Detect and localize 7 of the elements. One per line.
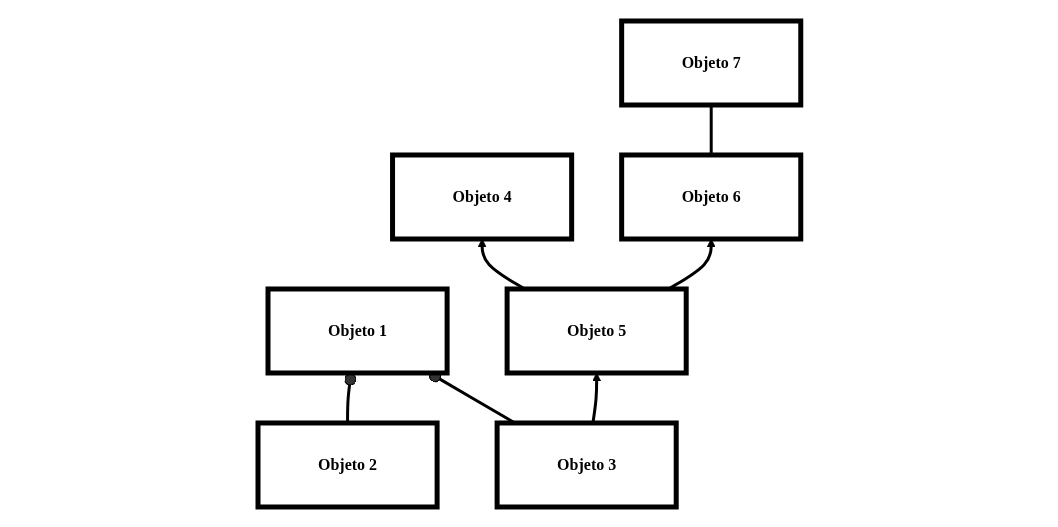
node-box: Objeto 2 — [255, 420, 440, 509]
node-box: Objeto 6 — [618, 152, 803, 241]
node-box: Objeto 4 — [389, 152, 574, 241]
node-box: Objeto 5 — [504, 286, 689, 375]
node-box: Objeto 7 — [618, 18, 803, 107]
node-box: Objeto 3 — [494, 420, 679, 509]
node-box: Objeto 1 — [265, 286, 450, 375]
